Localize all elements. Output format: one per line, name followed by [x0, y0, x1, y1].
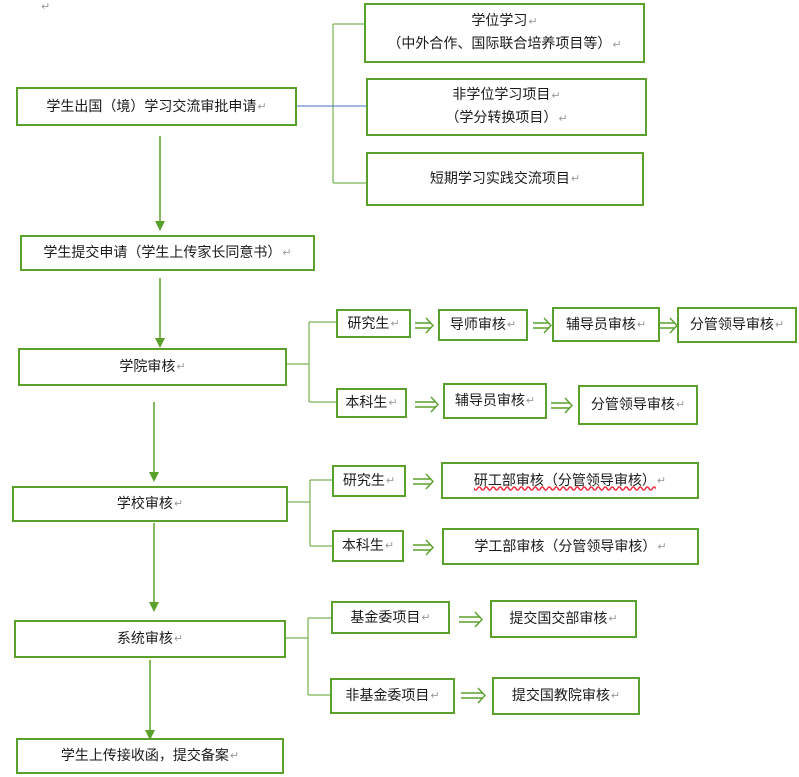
type-nondegree-box: 非学位学习项目 （学分转换项目）	[366, 78, 647, 136]
college-bracket	[287, 321, 336, 403]
school-grad-label: 研究生	[342, 473, 385, 489]
system-fund-box: 基金委项目	[331, 601, 450, 634]
type-nondegree-subtitle: （学分转换项目）	[445, 107, 567, 130]
school-undergrad-box: 本科生	[332, 530, 404, 562]
node-final: 学生上传接收函，提交备案	[16, 738, 284, 774]
type-degree-subtitle: （中外合作、国际联合培养项目等）	[387, 33, 621, 56]
college-grad-step2-label: 辅导员审核	[565, 316, 636, 333]
type-bracket	[332, 23, 367, 184]
node-submit-label: 学生提交申请（学生上传家长同意书）	[43, 245, 282, 261]
type-short-box: 短期学习实践交流项目	[366, 152, 644, 206]
node-submit: 学生提交申请（学生上传家长同意书）	[20, 235, 315, 271]
college-undergrad-step1-box: 辅导员审核	[443, 383, 547, 419]
college-grad-box: 研究生	[336, 309, 411, 338]
school-grad-step-box: 研工部审核（分管领导审核）	[441, 462, 699, 499]
node-college: 学院审核	[18, 348, 287, 386]
type-short-label: 短期学习实践交流项目	[429, 171, 570, 187]
system-fund-step-box: 提交国交部审核	[490, 600, 637, 638]
college-grad-step3-box: 分管领导审核	[677, 307, 797, 343]
system-nonfund-label: 非基金委项目	[345, 688, 430, 704]
college-grad-step2-box: 辅导员审核	[552, 307, 660, 342]
type-nondegree-title: 非学位学习项目	[452, 84, 560, 107]
college-undergrad-box: 本科生	[336, 388, 407, 418]
double-arrows	[413, 317, 678, 704]
system-bracket	[286, 617, 331, 696]
node-school: 学校审核	[12, 486, 288, 522]
college-grad-step3-label: 分管领导审核	[689, 317, 774, 333]
node-system: 系统审核	[14, 620, 286, 658]
node-apply-label: 学生出国（境）学习交流审批申请	[46, 98, 257, 115]
college-undergrad-step2-label: 分管领导审核	[590, 397, 675, 413]
college-undergrad-step2-box: 分管领导审核	[578, 385, 698, 425]
college-grad-step1-box: 导师审核	[438, 309, 528, 341]
school-bracket	[288, 479, 332, 547]
system-nonfund-step-label: 提交国教院审核	[511, 688, 610, 704]
flow-arrows	[145, 136, 165, 740]
system-nonfund-box: 非基金委项目	[330, 678, 455, 714]
node-college-label: 学院审核	[119, 359, 176, 375]
node-final-label: 学生上传接收函，提交备案	[60, 748, 229, 764]
system-nonfund-step-box: 提交国教院审核	[492, 677, 640, 715]
school-grad-box: 研究生	[332, 465, 406, 497]
school-grad-step-label: 研工部审核（分管领导审核）	[473, 472, 656, 489]
node-school-label: 学校审核	[116, 496, 173, 512]
paragraph-mark	[41, 0, 50, 13]
school-undergrad-step-label: 学工部审核（分管领导审核）	[474, 538, 657, 555]
college-undergrad-label: 本科生	[345, 395, 388, 411]
college-undergrad-step1-label: 辅导员审核	[454, 393, 525, 409]
system-fund-label: 基金委项目	[350, 609, 421, 626]
node-apply: 学生出国（境）学习交流审批申请	[16, 87, 297, 126]
college-grad-step1-label: 导师审核	[449, 317, 506, 333]
system-fund-step-label: 提交国交部审核	[509, 611, 608, 627]
school-undergrad-step-box: 学工部审核（分管领导审核）	[442, 528, 699, 565]
node-system-label: 系统审核	[116, 631, 173, 647]
type-degree-box: 学位学习 （中外合作、国际联合培养项目等）	[364, 3, 645, 63]
school-undergrad-label: 本科生	[341, 538, 384, 554]
type-degree-title: 学位学习	[471, 10, 537, 33]
college-grad-label: 研究生	[347, 315, 390, 332]
